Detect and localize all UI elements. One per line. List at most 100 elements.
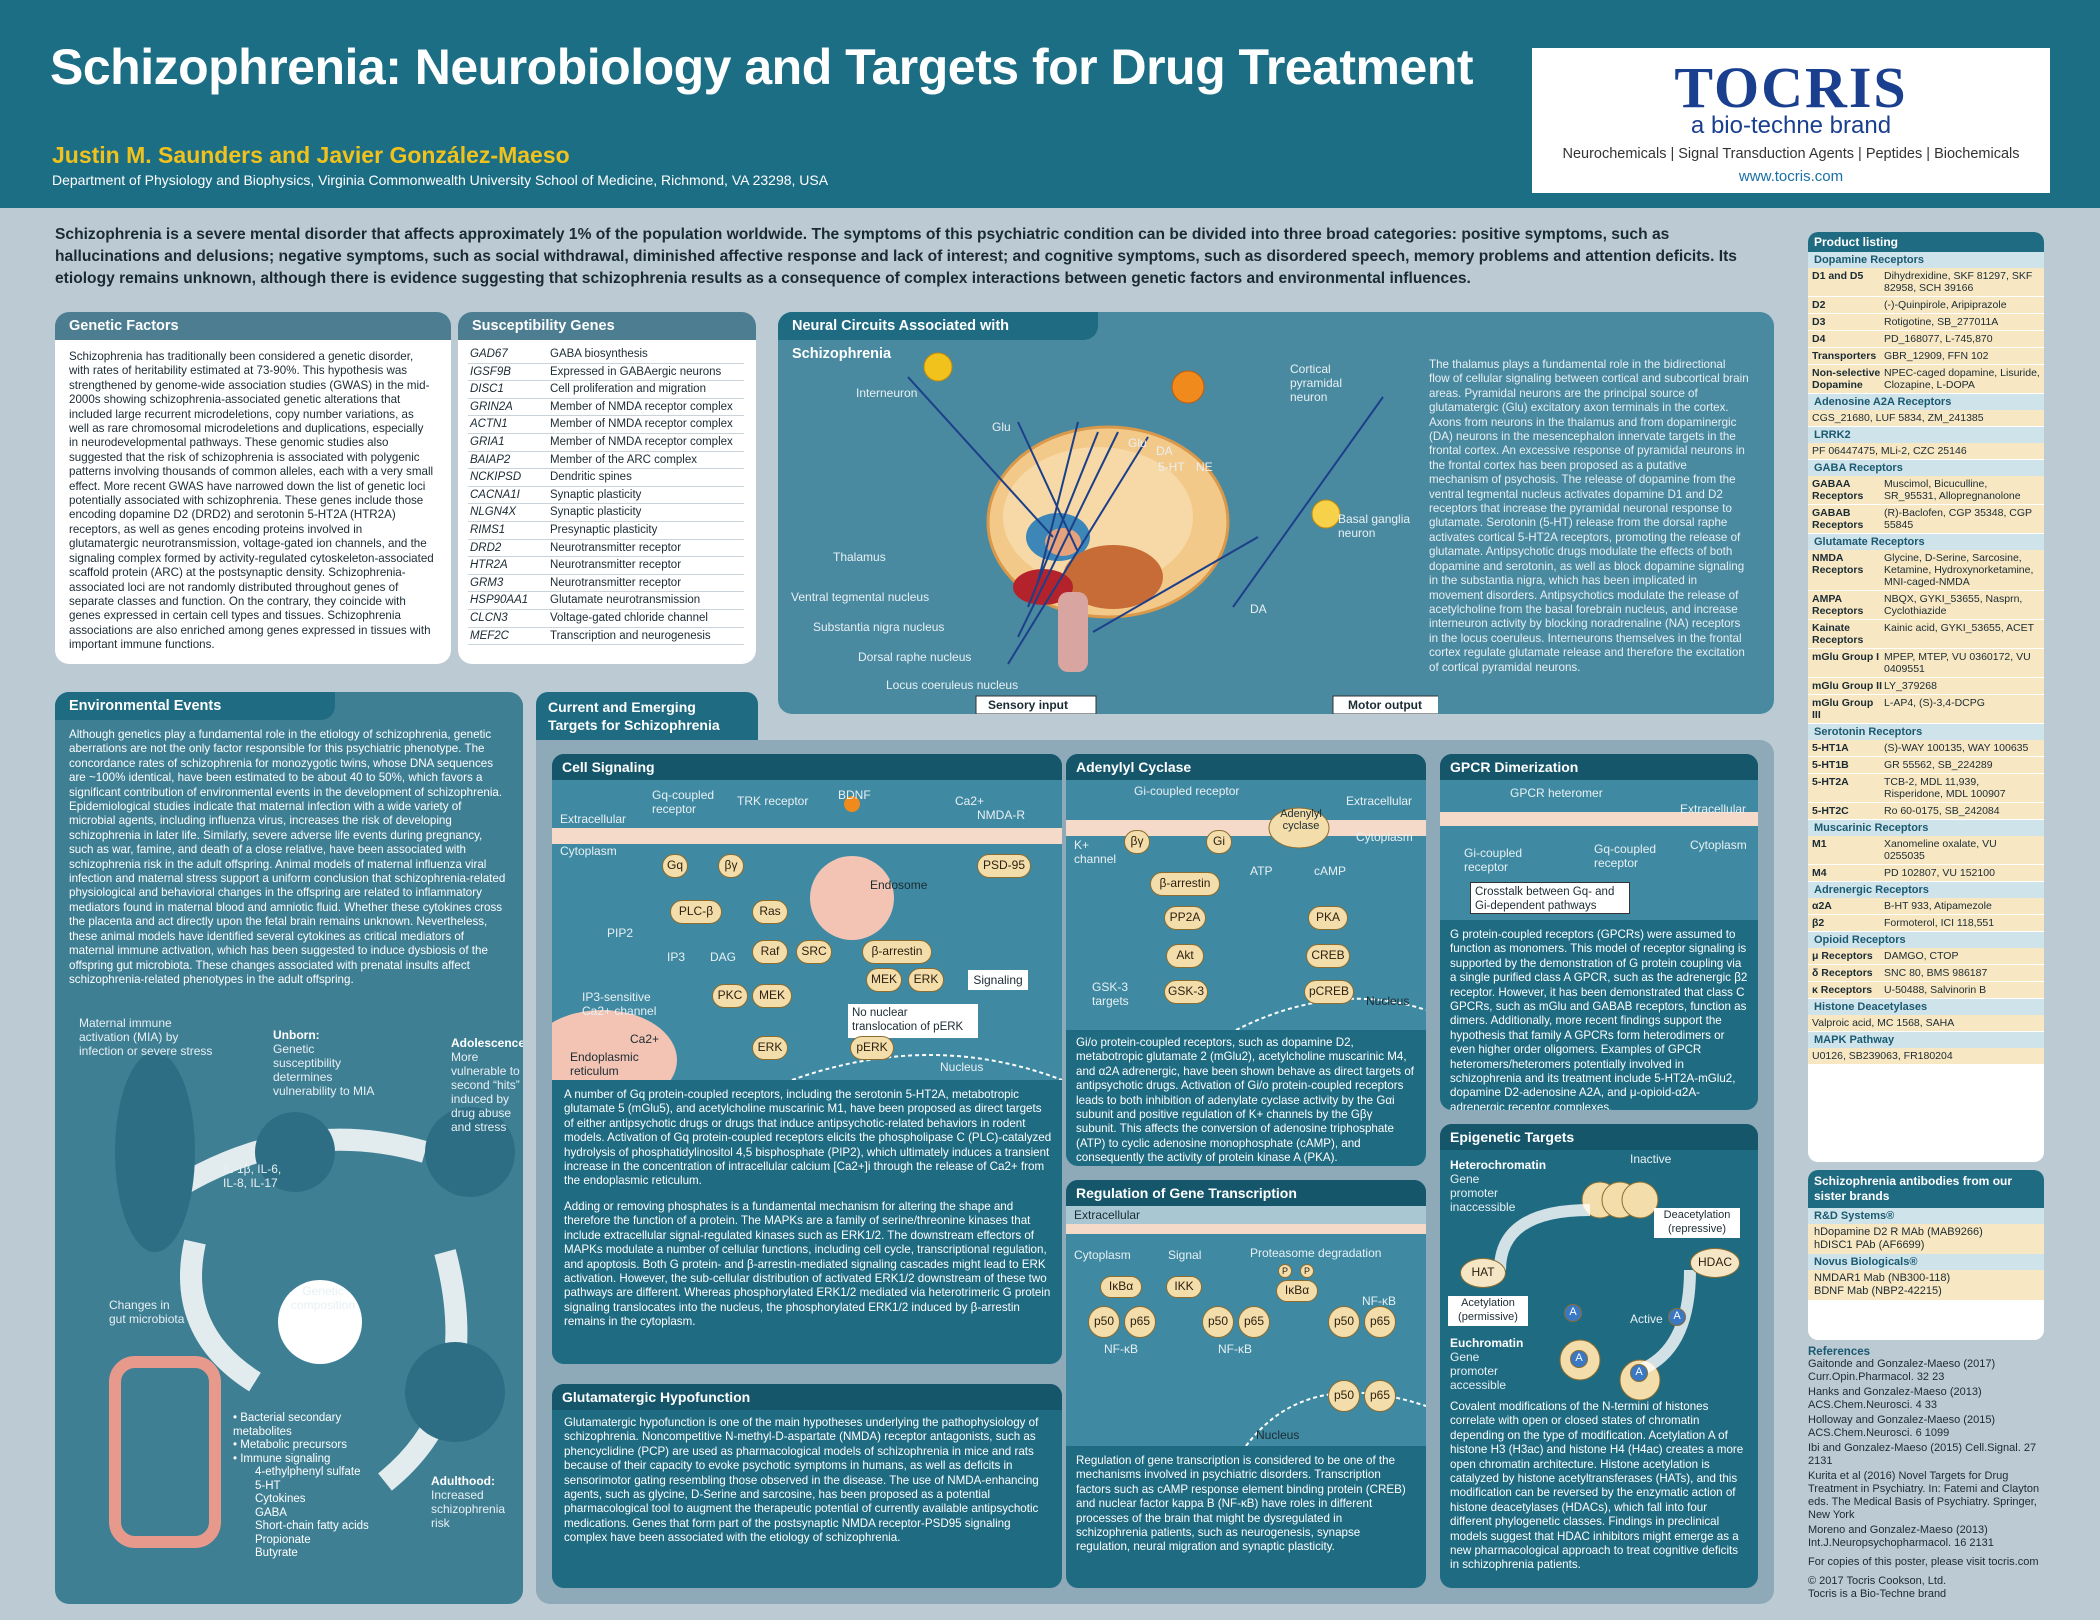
- product-compounds: Glycine, D-Serine, Sarcosine, Ketamine, …: [1884, 552, 2034, 588]
- product-row[interactable]: PF 06447475, MLi-2, CZC 25146: [1808, 443, 2044, 460]
- targets-tab: Current and Emerging Targets for Schizop…: [536, 692, 758, 744]
- gr-label-proteasome: Proteasome degradation: [1250, 1246, 1382, 1260]
- product-section-heading: Glutamate Receptors: [1808, 534, 2044, 550]
- epi-hdac: HDAC: [1690, 1248, 1740, 1278]
- epi-label-heterochromatin: Heterochromatin: [1450, 1158, 1547, 1172]
- product-compounds: LY_379268: [1884, 680, 1937, 692]
- references-title: References: [1808, 1346, 1871, 1358]
- glutamatergic-panel: Glutamatergic Hypofunction Glutamatergic…: [552, 1384, 1062, 1588]
- epi-a-1: A: [1564, 1304, 1582, 1322]
- env-bullet: Butyrate: [233, 1547, 393, 1561]
- product-compounds: TCB-2, MDL 11,939, Risperidone, MDL 1009…: [1884, 776, 2006, 800]
- gene-symbol: CLCN3: [470, 611, 508, 624]
- env-bullets: • Bacterial secondary metabolites• Metab…: [233, 1412, 393, 1561]
- gpcr-title: GPCR Dimerization: [1440, 754, 1758, 780]
- genetic-factors-title: Genetic Factors: [55, 312, 451, 340]
- gr-label-nfkb-3: NF-κB: [1218, 1342, 1252, 1356]
- product-target: M4: [1812, 867, 1827, 879]
- cs-ras: Ras: [752, 900, 788, 924]
- product-row[interactable]: 5-HT1A(S)-WAY 100135, WAY 100635: [1808, 740, 2044, 757]
- ac-pcreb: pCREB: [1304, 980, 1354, 1004]
- env-bullet: Cytokines: [233, 1493, 393, 1507]
- epi-a-3: A: [1570, 1350, 1588, 1368]
- cs-label-ca-2: Ca2+: [630, 1032, 660, 1046]
- neural-circuits-panel: Neural Circuits Associated with Schizoph…: [778, 312, 1774, 714]
- ac-gsk3: GSK-3: [1164, 980, 1208, 1004]
- env-bullet: • Bacterial secondary metabolites: [233, 1412, 342, 1438]
- product-target: AMPA Receptors: [1812, 593, 1864, 617]
- cs-label-dag: DAG: [710, 950, 737, 964]
- gene-function: Neurotransmitter receptor: [550, 541, 682, 554]
- gene-symbol: GAD67: [470, 348, 508, 360]
- logo-url[interactable]: www.tocris.com: [1738, 168, 1844, 185]
- label-da-1: DA: [1156, 444, 1173, 458]
- copies-text[interactable]: For copies of this poster, please visit …: [1808, 1556, 2039, 1568]
- cs-barrestin: β-arrestin: [862, 940, 932, 964]
- gene-function: Member of NMDA receptor complex: [550, 435, 733, 448]
- gr-label-nfkb-2: NF-κB: [1104, 1342, 1138, 1356]
- label-thalamus: Thalamus: [833, 550, 886, 564]
- antibody-item[interactable]: BDNF Mab (NBP2-42215): [1814, 1285, 1942, 1297]
- product-compounds: PD_168077, L-745,870: [1884, 333, 1993, 345]
- copyright: © 2017 Tocris Cookson, Ltd.: [1808, 1575, 1947, 1587]
- reference-item: Moreno and Gonzalez-Maeso (2013) Int.J.N…: [1808, 1524, 1994, 1549]
- antibody-item[interactable]: hDISC1 PAb (AF6699): [1814, 1239, 1925, 1251]
- cs-gq: Gq: [662, 854, 688, 878]
- product-compounds: Rotigotine, SB_277011A: [1884, 316, 1999, 328]
- product-row[interactable]: U0126, SB239063, FR180204: [1808, 1048, 2044, 1065]
- product-compounds: L-AP4, (S)-3,4-DCPG: [1884, 697, 1985, 709]
- env-bullet-text: Short-chain fatty acids: [255, 1520, 369, 1532]
- tocris-logo[interactable]: TOCRIS a bio-techne brand Neurochemicals…: [1532, 48, 2050, 193]
- env-bullet: Propionate: [233, 1534, 393, 1548]
- gpcr-panel: GPCR Dimerization GPCR heteromer Extrace…: [1440, 754, 1758, 1110]
- antibody-item[interactable]: NMDAR1 Mab (NB300-118): [1814, 1272, 1951, 1284]
- ac-creb: CREB: [1306, 944, 1350, 968]
- product-row[interactable]: GABAB Receptors(R)-Baclofen, CGP 35348, …: [1808, 505, 2044, 534]
- product-compounds: GBR_12909, FFN 102: [1884, 350, 1989, 362]
- ac-gi: Gi: [1206, 830, 1232, 854]
- product-row[interactable]: Valproic acid, MC 1568, SAHA: [1808, 1015, 2044, 1032]
- gene-function: Neurotransmitter receptor: [550, 576, 682, 589]
- gene-symbol: GRM3: [470, 576, 504, 589]
- ac-label-nucleus: Nucleus: [1366, 994, 1410, 1008]
- env-bullet-text: 5-HT: [255, 1479, 281, 1492]
- product-row[interactable]: CGS_21680, LUF 5834, ZM_241385: [1808, 410, 2044, 427]
- gene-symbol: DISC1: [470, 383, 504, 396]
- product-row[interactable]: D2(-)-Quinpirole, Aripiprazole: [1808, 297, 2044, 314]
- epi-a-2: A: [1668, 1308, 1686, 1326]
- epigenetic-panel: Epigenetic Targets Heterochromatin Gene …: [1440, 1124, 1758, 1588]
- cs-mek-2: MEK: [866, 968, 902, 992]
- antibody-item[interactable]: hDopamine D2 R MAb (MAB9266): [1814, 1226, 1983, 1238]
- gene-symbol: NCKIPSD: [470, 471, 522, 484]
- epigenetic-text: Covalent modifications of the N-termini …: [1450, 1400, 1744, 1572]
- cs-plcb: PLC-β: [670, 900, 722, 924]
